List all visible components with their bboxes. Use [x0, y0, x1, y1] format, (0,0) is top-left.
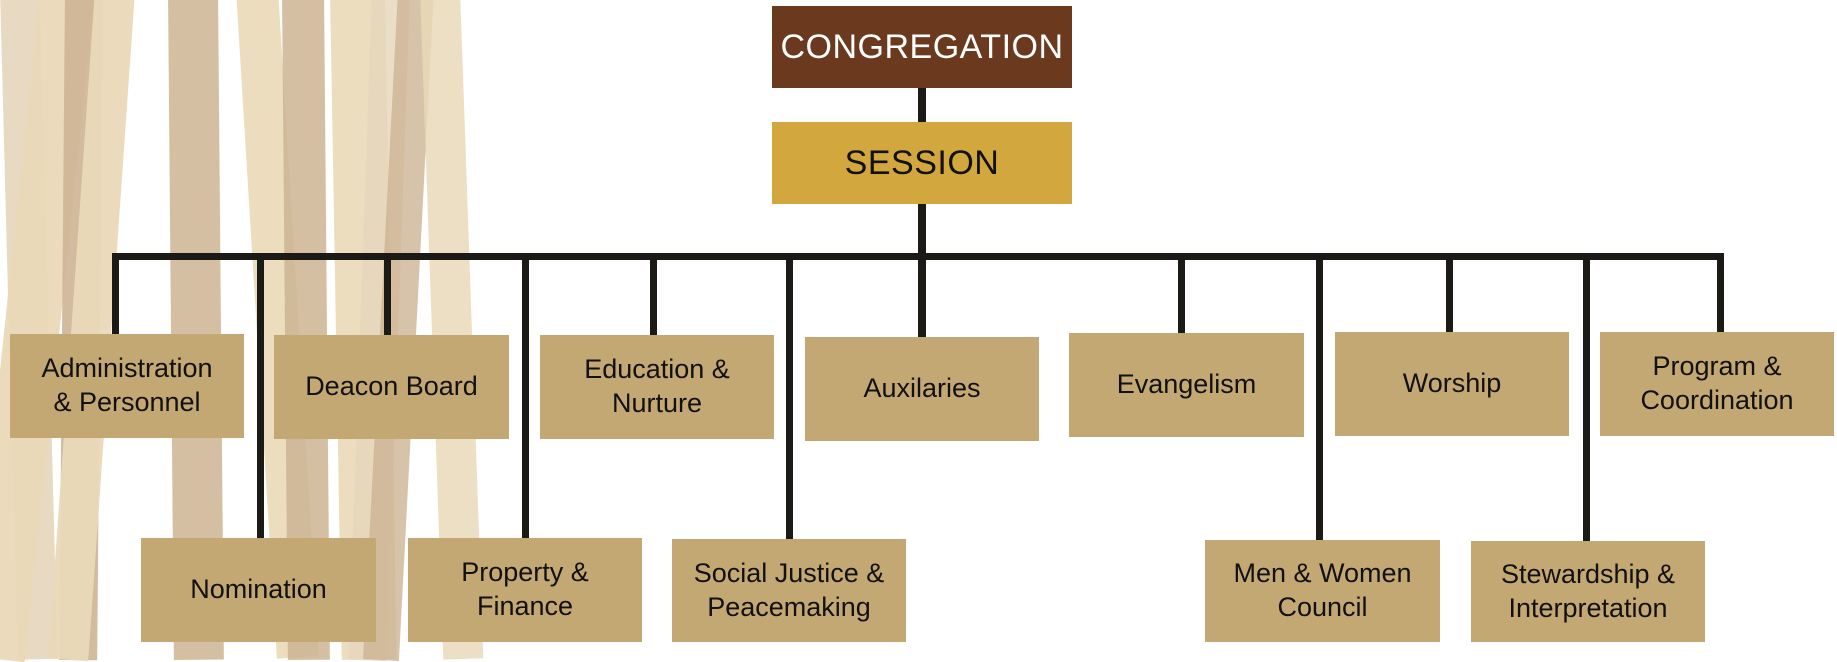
connector-drop: [522, 253, 529, 539]
committee-box-auxilaries: Auxilaries: [805, 337, 1039, 441]
connector-drop: [1316, 253, 1323, 541]
committee-box-administration: Administration & Personnel: [10, 334, 244, 438]
connector-drop: [1583, 253, 1590, 541]
congregation-box: CONGREGATION: [772, 6, 1072, 88]
connector-drop: [257, 253, 264, 539]
connector-drop: [1717, 253, 1724, 332]
connector-drop: [786, 253, 793, 540]
committee-box-worship: Worship: [1335, 332, 1569, 436]
committee-box-men-women: Men & Women Council: [1205, 540, 1440, 642]
committee-box-nomination: Nomination: [141, 538, 376, 642]
connector-drop: [1178, 253, 1185, 334]
committee-box-program: Program & Coordination: [1600, 332, 1834, 436]
connector-congregation-session: [918, 86, 926, 122]
connector-drop: [1446, 253, 1453, 333]
committee-box-property: Property & Finance: [408, 538, 642, 642]
committee-box-evangelism: Evangelism: [1069, 333, 1304, 437]
committee-box-stewardship: Stewardship & Interpretation: [1471, 541, 1705, 642]
committee-box-social-justice: Social Justice & Peacemaking: [672, 539, 906, 642]
connector-drop: [112, 253, 119, 336]
connector-session-trunk: [918, 202, 926, 256]
committee-box-deacon-board: Deacon Board: [274, 335, 509, 439]
connector-drop: [918, 253, 926, 337]
connector-drop: [384, 253, 391, 336]
committee-box-education: Education & Nurture: [540, 335, 774, 439]
connector-drop: [650, 253, 657, 336]
session-box: SESSION: [772, 122, 1072, 204]
